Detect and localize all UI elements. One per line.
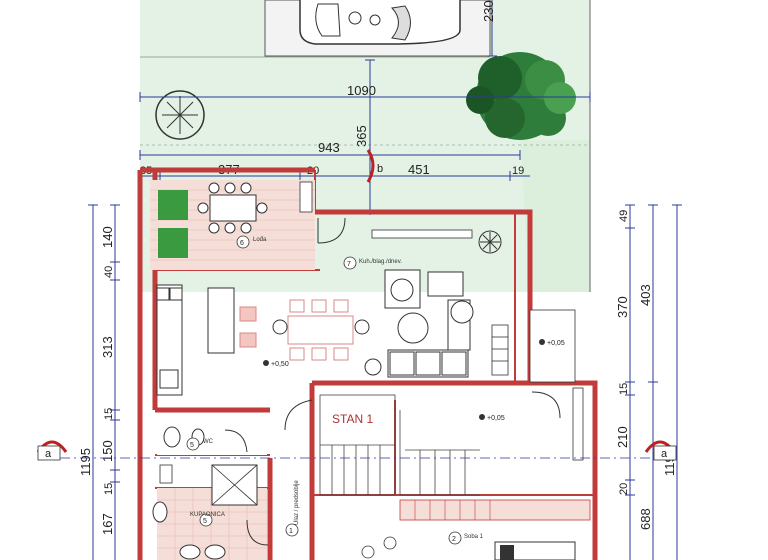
section-mark-a-right: a (644, 440, 677, 461)
room-label-kupaonica: KUPAONICA (190, 512, 225, 518)
dim-210: 210 (615, 426, 630, 448)
dim-365: 365 (354, 125, 369, 147)
bar-stools-icon (239, 306, 257, 348)
dim-right-20: 20 (618, 483, 630, 495)
dim-19: 19 (512, 165, 524, 177)
tree-outline-icon (155, 90, 205, 140)
section-mark-b: b (366, 149, 383, 183)
room-label-soba1: Soba 1 (464, 534, 484, 540)
garden-area-right (520, 140, 590, 292)
dim-140: 140 (100, 226, 115, 248)
room-label-lodja: Lođa (253, 237, 267, 243)
dim-451: 451 (408, 162, 430, 177)
plant-icon (158, 190, 188, 220)
dim-370: 370 (615, 296, 630, 318)
dim-943: 943 (318, 140, 340, 155)
dim-230: 230 (481, 0, 496, 22)
room-number-soba1: 2 (452, 536, 456, 543)
top-dimensions (139, 0, 591, 215)
dim-167: 167 (100, 513, 115, 535)
dim-1090: 1090 (347, 83, 376, 98)
left-dimensions (88, 204, 120, 560)
dim-right-49: 49 (618, 210, 630, 222)
sofa-icon (387, 271, 474, 378)
dim-right-15: 15 (618, 383, 630, 395)
tree-icon (466, 52, 576, 140)
room-label-wc: WC (203, 439, 214, 445)
car-icon (299, 0, 461, 45)
room-number-wc: 5 (190, 442, 194, 449)
section-mark-a-left: a (36, 440, 68, 461)
dim-left-15b: 15 (103, 483, 115, 495)
svg-text:b: b (377, 163, 383, 175)
dim-left-1195: 1195 (78, 448, 93, 476)
plant-icon (478, 230, 502, 254)
dim-150: 150 (100, 440, 115, 462)
armchair-icon (384, 269, 421, 309)
right-dimensions (625, 204, 682, 560)
level-050: +0,50 (271, 361, 289, 368)
washbasin-icon (179, 544, 226, 560)
staircase (319, 394, 480, 496)
toilet-icon (163, 426, 205, 448)
room-number-living: 7 (347, 261, 351, 268)
room-label-hall: Ulaz / predsoblje (294, 480, 300, 525)
level-005-balcony: +0,05 (547, 340, 565, 347)
kitchen-counter (156, 284, 235, 396)
unit-title: STAN 1 (332, 412, 373, 426)
room-number-hall: 1 (289, 528, 293, 535)
radiator-icon (491, 324, 509, 376)
toilet-icon (152, 501, 168, 523)
dim-313: 313 (100, 336, 115, 358)
dim-688: 688 (638, 508, 653, 530)
room-label-living: Kuh./blag./dnev. (359, 259, 402, 265)
dim-left-40: 40 (103, 266, 115, 278)
level-005-hall: +0,05 (487, 415, 505, 422)
svg-text:a: a (45, 448, 52, 460)
dining-table-icon (287, 299, 354, 361)
room-number-kupaonica: 5 (203, 518, 207, 525)
plant-icon (158, 228, 188, 258)
table-chairs-icon (197, 182, 268, 234)
svg-text:a: a (661, 448, 668, 460)
room-number-lodja: 6 (240, 240, 244, 247)
dim-403: 403 (638, 284, 653, 306)
dim-left-15a: 15 (103, 408, 115, 420)
